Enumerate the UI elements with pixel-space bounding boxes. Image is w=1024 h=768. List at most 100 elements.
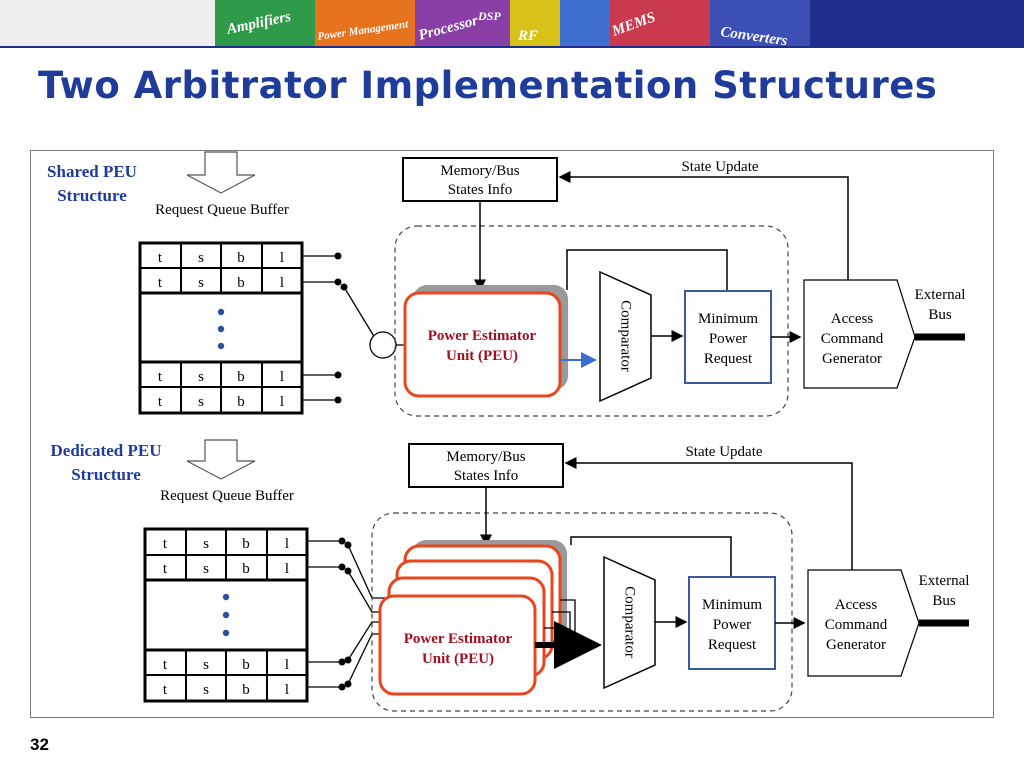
svg-text:b: b: [242, 536, 250, 552]
svg-text:s: s: [198, 250, 204, 266]
dedicated-acg-line2: Command: [825, 617, 888, 633]
dedicated-state-update-line: [564, 457, 853, 570]
svg-text:t: t: [158, 250, 163, 266]
shared-memory-line1: Memory/Bus: [440, 163, 519, 179]
svg-text:l: l: [285, 657, 289, 673]
shared-acg-line1: Access: [831, 311, 874, 327]
banner-tile-mems: [610, 0, 710, 46]
svg-text:s: s: [203, 657, 209, 673]
ellipsis-dots-icon: [217, 308, 225, 350]
banner-tile-amplifiers: [215, 0, 315, 46]
ellipsis-dots-icon: [222, 593, 230, 637]
shared-feedback-line: [566, 249, 728, 290]
shared-ext-line2: Bus: [928, 307, 952, 323]
dedicated-min-line3: Request: [708, 637, 757, 653]
shared-min-line2: Power: [709, 331, 747, 347]
svg-text:t: t: [158, 275, 163, 291]
banner-tile-processor: [415, 0, 510, 46]
svg-text:b: b: [242, 561, 250, 577]
shared-memory-line2: States Info: [448, 182, 513, 198]
banner-graphic: Amplifiers Power Management Processor DS…: [0, 0, 1024, 49]
shared-peu-line2: Unit (PEU): [446, 348, 518, 364]
svg-text:t: t: [163, 561, 168, 577]
svg-text:s: s: [198, 275, 204, 291]
dedicated-label-line2: Structure: [71, 465, 141, 484]
dedicated-peu-line1: Power Estimator: [404, 631, 513, 647]
shared-switch-lines: [302, 255, 408, 401]
dedicated-switch-contacts: [338, 537, 352, 691]
shared-state-update-line: [558, 171, 849, 280]
svg-text:l: l: [280, 394, 284, 410]
svg-text:s: s: [203, 682, 209, 698]
dedicated-comparator-label: Comparator: [622, 586, 638, 658]
banner-label-rf: RF: [517, 28, 538, 44]
dedicated-memory-line1: Memory/Bus: [446, 449, 525, 465]
dedicated-ext-line1: External: [919, 573, 970, 589]
page-number: 32: [30, 735, 49, 754]
svg-text:s: s: [198, 394, 204, 410]
shared-peu-box: [403, 291, 562, 398]
dedicated-acg-line3: Generator: [826, 637, 886, 653]
shared-structure: Shared PEU Structure Request Queue Buffe…: [47, 151, 965, 417]
dedicated-acg-line1: Access: [835, 597, 878, 613]
dedicated-input-arrow-icon: [186, 439, 256, 480]
shared-acg-line3: Generator: [822, 351, 882, 367]
banner-label-dsp: DSP: [477, 9, 501, 23]
dedicated-structure: Dedicated PEU Structure Request Queue Bu…: [51, 439, 970, 712]
dedicated-ext-line2: Bus: [932, 593, 956, 609]
shared-state-update-label: State Update: [681, 159, 758, 175]
shared-comparator-label: Comparator: [618, 300, 634, 372]
svg-text:t: t: [163, 657, 168, 673]
svg-text:l: l: [285, 536, 289, 552]
dedicated-comparator: [603, 555, 656, 690]
shared-queue-label: Request Queue Buffer: [155, 202, 289, 218]
svg-text:t: t: [163, 536, 168, 552]
svg-text:s: s: [203, 536, 209, 552]
svg-text:s: s: [203, 561, 209, 577]
shared-peu-line1: Power Estimator: [428, 328, 537, 344]
shared-acg-box: [803, 279, 916, 389]
dedicated-feedback-line: [570, 536, 732, 577]
svg-text:t: t: [158, 394, 163, 410]
banner-tile-rf: [510, 0, 560, 46]
banner-tile-end: [810, 0, 1024, 46]
svg-text:b: b: [237, 394, 245, 410]
dedicated-state-update-label: State Update: [685, 444, 762, 460]
dedicated-min-line1: Minimum: [702, 597, 762, 613]
shared-acg-line2: Command: [821, 331, 884, 347]
svg-text:l: l: [280, 250, 284, 266]
svg-text:b: b: [242, 682, 250, 698]
shared-min-power-box: [684, 290, 772, 384]
banner-blank: [0, 0, 215, 46]
shared-switch-contacts: [334, 252, 348, 404]
svg-text:t: t: [158, 369, 163, 385]
dedicated-min-power-box: [688, 576, 776, 670]
shared-memory-box: [402, 157, 558, 202]
dedicated-label-line1: Dedicated PEU: [51, 441, 162, 460]
svg-text:l: l: [285, 561, 289, 577]
dedicated-acg-box: [807, 569, 920, 677]
svg-text:b: b: [242, 657, 250, 673]
svg-text:b: b: [237, 369, 245, 385]
shared-label-line1: Shared PEU: [47, 162, 137, 181]
dedicated-peu-line2: Unit (PEU): [422, 651, 494, 667]
svg-text:b: b: [237, 275, 245, 291]
dedicated-memory-line2: States Info: [454, 468, 519, 484]
svg-text:l: l: [280, 369, 284, 385]
banner-tile-power: [315, 0, 415, 46]
svg-text:l: l: [280, 275, 284, 291]
shared-label-line2: Structure: [57, 186, 127, 205]
shared-comparator: [599, 270, 652, 403]
slide-title: Two Arbitrator Implementation Structures: [38, 64, 938, 107]
shared-min-line3: Request: [704, 351, 753, 367]
